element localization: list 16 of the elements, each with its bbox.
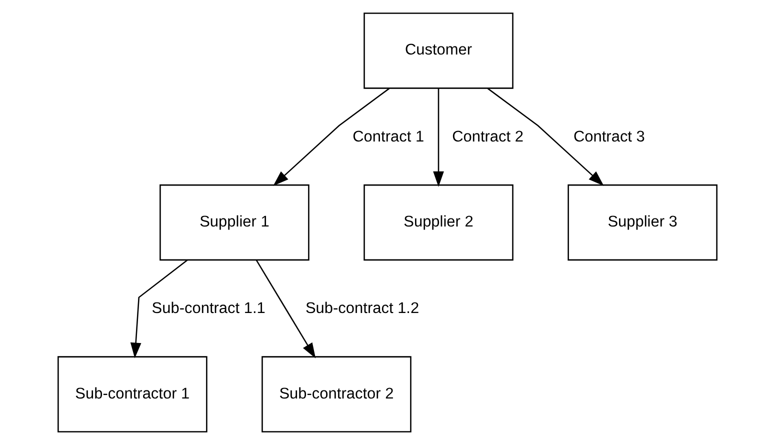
edge-label: Contract 1 bbox=[352, 128, 424, 146]
arrow bbox=[432, 88, 444, 187]
arrow bbox=[272, 88, 390, 186]
edge-label: Sub-contract 1.1 bbox=[151, 300, 265, 318]
edge-label: Sub-contract 1.2 bbox=[304, 300, 419, 318]
arrow bbox=[255, 260, 316, 358]
arrow bbox=[130, 260, 188, 358]
node-box: Supplier 2 bbox=[363, 184, 513, 261]
node-box: Supplier 1 bbox=[159, 184, 309, 261]
node-box: Sub-contractor 1 bbox=[57, 356, 207, 432]
node-box: Sub-contractor 2 bbox=[261, 356, 411, 432]
arrow bbox=[486, 88, 604, 186]
edge-label: Contract 3 bbox=[572, 128, 644, 146]
node-box: Supplier 3 bbox=[567, 184, 717, 261]
edge-label: Contract 2 bbox=[452, 128, 524, 146]
node-box: Customer bbox=[363, 12, 513, 89]
